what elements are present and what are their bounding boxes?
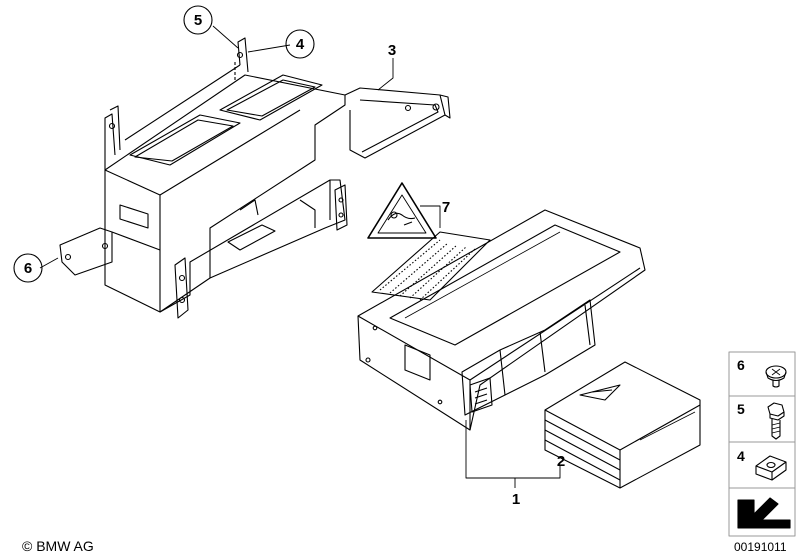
callout-label-2: 2 xyxy=(557,453,565,470)
side-item-number-5: 5 xyxy=(737,401,745,417)
warning-triangle-icon xyxy=(367,182,437,239)
cd-changer-unit xyxy=(357,209,646,431)
leader-lines xyxy=(39,25,561,488)
bolt-hex-icon xyxy=(767,402,785,440)
arrow-continuation-icon xyxy=(737,497,791,529)
side-item-number-4: 4 xyxy=(737,448,745,464)
callout-circle-4 xyxy=(285,29,315,59)
callout-label-4: 4 xyxy=(296,36,305,53)
copyright-notice: © BMW AG xyxy=(22,538,94,554)
callout-label-6: 6 xyxy=(24,260,32,277)
clip-nut-icon xyxy=(755,455,787,481)
side-item-number-6: 6 xyxy=(737,357,745,373)
callout-label-7: 7 xyxy=(442,199,450,216)
callout-circle-5 xyxy=(183,5,213,35)
callout-label-5: 5 xyxy=(194,12,202,29)
screw-torx-icon xyxy=(765,365,787,388)
callout-label-3: 3 xyxy=(388,42,396,59)
document-number: 00191011 xyxy=(734,540,787,554)
cd-magazine xyxy=(544,361,701,489)
callout-circle-6 xyxy=(13,253,43,283)
side-panel xyxy=(728,351,796,537)
mounting-bracket xyxy=(59,37,451,319)
callout-label-1: 1 xyxy=(512,491,520,508)
